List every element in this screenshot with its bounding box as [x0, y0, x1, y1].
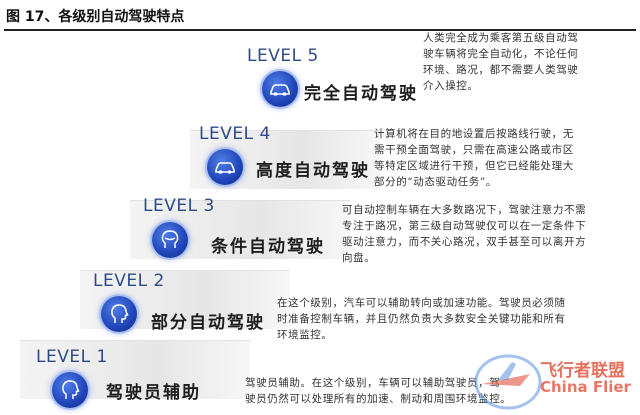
car-icon	[207, 149, 243, 185]
desc-line: 驶员仍然可以处理所有的加速、制动和周围环境监控。	[245, 393, 512, 405]
level-3-label: LEVEL 3	[143, 196, 215, 216]
head-icon	[101, 296, 137, 332]
level-2-label: LEVEL 2	[93, 271, 165, 291]
level-3-name: 条件自动驾驶	[211, 237, 325, 257]
watermark-subtitle: China Flier	[540, 378, 631, 396]
desc-line: 部分的“动态驱动任务”。	[374, 176, 497, 188]
figure-title: 图 17、各级别自动驾驶特点	[6, 9, 185, 25]
desc-line: 需干预全面驾驶，只需在高速公路或市区	[374, 144, 574, 156]
desc-line: 环境监控。	[277, 329, 333, 341]
watermark-logo	[474, 354, 542, 410]
level-1-description: 驾驶员辅助。在这个级别，车辆可以辅助驾驶员，驾 驶员仍然可以处理所有的加速、制动…	[245, 375, 511, 407]
level-5-description: 人类完全成为乘客第五级自动驾 驶车辆将完全自动化，不论任何 环境、路况，都不需要…	[423, 30, 578, 94]
desc-line: 驶车辆将完全自动化，不论任何	[423, 48, 579, 60]
level-2-description: 在这个级别，汽车可以辅助转向或加速功能。驾驶员必须随 时准备控制车辆，并且仍然负…	[277, 295, 566, 343]
level-1-label: LEVEL 1	[36, 347, 108, 367]
level-4-name: 高度自动驾驶	[256, 161, 370, 181]
level-5-name: 完全自动驾驶	[304, 84, 418, 104]
level-5-label: LEVEL 5	[247, 46, 319, 66]
desc-line: 向盘。	[342, 252, 376, 264]
car-icon	[262, 71, 298, 107]
desc-line: 等特定区域进行干预，但它已经能处理大	[374, 160, 574, 172]
level-1-name: 驾驶员辅助	[106, 383, 201, 403]
watermark-title: 飞行者联盟	[540, 361, 625, 381]
desc-line: 专注于路况，第三级自动驾驶仅可以在一定条件下	[342, 220, 587, 232]
level-4-description: 计算机将在目的地设置后按路线行驶，无 需干预全面驾驶，只需在高速公路或市区 等特…	[374, 126, 574, 190]
desc-line: 可自动控制车辆在大多数路况下，驾驶注意力不需	[342, 204, 587, 216]
desc-line: 计算机将在目的地设置后按路线行驶，无	[374, 128, 574, 140]
level-2-name: 部分自动驾驶	[151, 313, 265, 333]
desc-line: 在这个级别，汽车可以辅助转向或加速功能。驾驶员必须随	[277, 297, 566, 309]
level-4-label: LEVEL 4	[199, 124, 271, 144]
desc-line: 人类完全成为乘客第五级自动驾	[423, 32, 579, 44]
desc-line: 时准备控制车辆，并且仍然负责大多数安全关键功能和所有	[277, 313, 566, 325]
desc-line: 介入操控。	[423, 80, 479, 92]
head-icon	[52, 372, 88, 408]
head-visor-icon	[152, 222, 188, 258]
desc-line: 驾驶员辅助。在这个级别，车辆可以辅助驾驶员，驾	[245, 377, 501, 389]
level-3-description: 可自动控制车辆在大多数路况下，驾驶注意力不需 专注于路况，第三级自动驾驶仅可以在…	[342, 202, 586, 266]
desc-line: 环境、路况，都不需要人类驾驶	[423, 64, 579, 76]
desc-line: 驱动注意力，而不关心路况，双手甚至可以离开方	[342, 236, 587, 248]
title-divider	[4, 29, 636, 31]
